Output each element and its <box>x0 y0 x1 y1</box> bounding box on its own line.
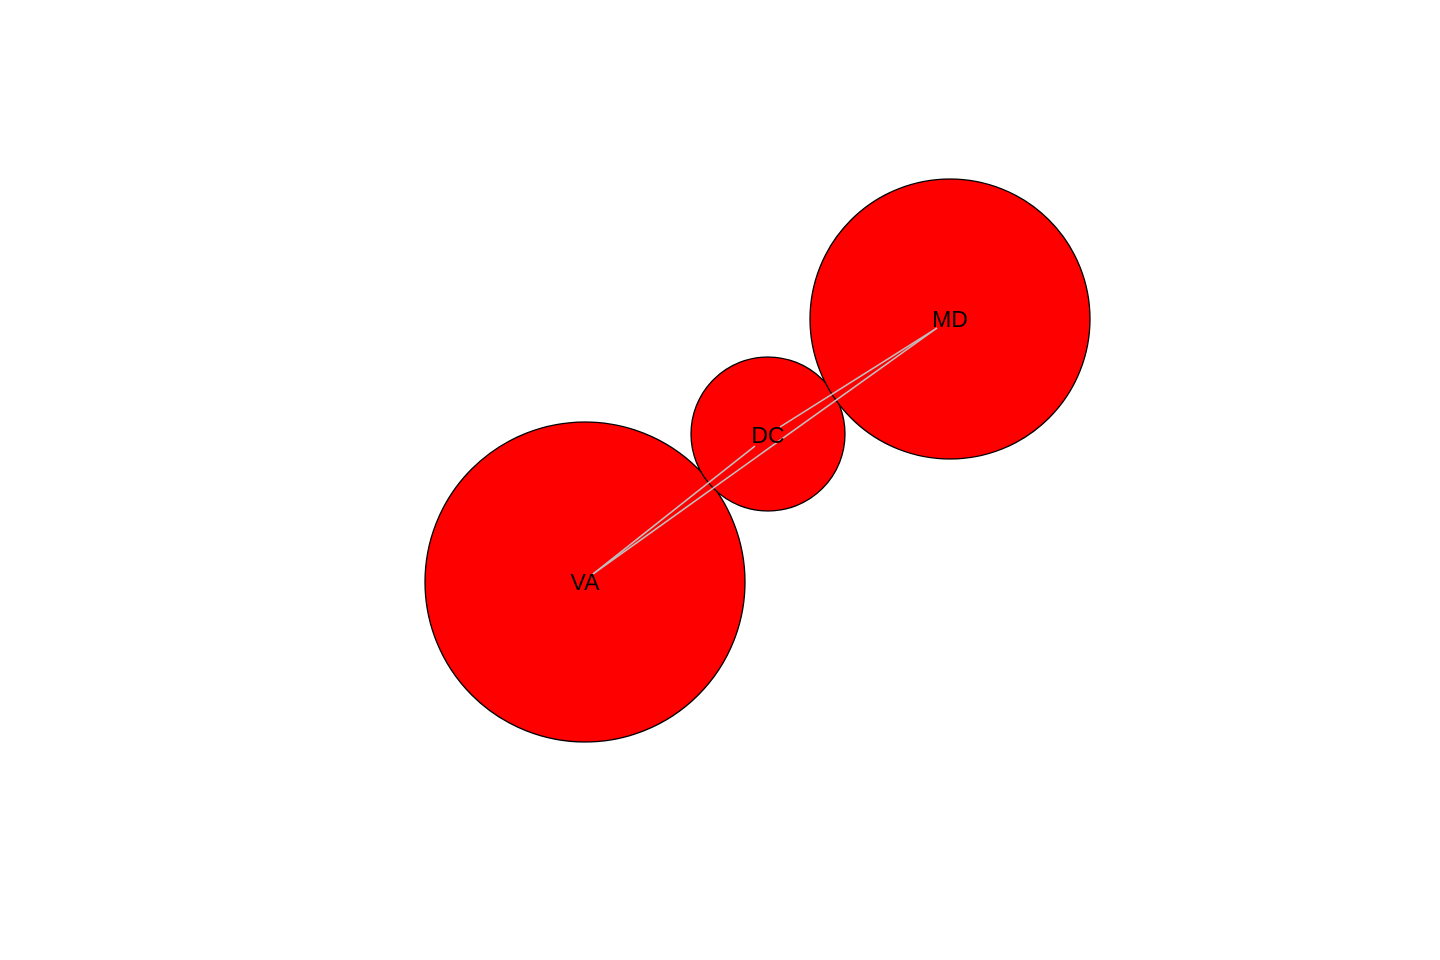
node-md <box>809 178 1091 460</box>
edge-va-md <box>592 327 938 575</box>
node-label-va: VA <box>571 569 601 595</box>
labels-layer: VA DC MD <box>571 306 968 595</box>
node-dc <box>690 356 846 512</box>
edges-layer <box>592 327 938 575</box>
node-label-dc: DC <box>751 422 784 448</box>
edge-dc-md <box>779 327 938 428</box>
node-label-md: MD <box>932 306 968 332</box>
node-va <box>424 421 746 743</box>
nodes-layer <box>424 178 1091 743</box>
edge-va-dc <box>592 445 756 575</box>
